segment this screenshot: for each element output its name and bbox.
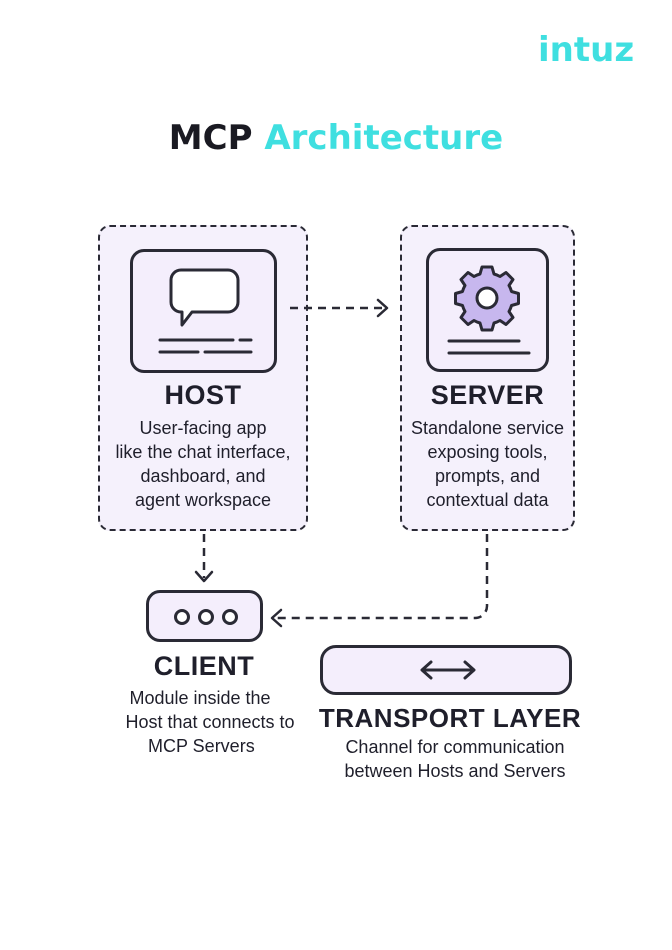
three-dots-icon	[174, 609, 238, 625]
client-heading: CLIENT	[153, 651, 255, 681]
host-to-server-arrowhead	[376, 298, 389, 318]
client-line: Module inside the	[129, 688, 271, 708]
page-title: MCP Architecture	[0, 118, 672, 158]
server-description: Standalone service exposing tools, promp…	[400, 416, 575, 512]
server-card	[426, 248, 549, 372]
gear-icon	[447, 265, 531, 355]
host-line: like the chat interface,	[115, 442, 291, 462]
client-card	[146, 590, 263, 642]
logo-text: intuz	[538, 30, 635, 70]
chat-bubble-icon	[158, 268, 253, 354]
host-line: dashboard, and	[140, 466, 266, 486]
server-heading: SERVER	[430, 380, 545, 410]
client-line: MCP Servers	[148, 736, 255, 756]
intuz-logo: intuz	[538, 30, 634, 70]
host-card	[130, 249, 277, 373]
double-arrow-icon	[420, 660, 476, 680]
host-line: User-facing app	[139, 418, 267, 438]
server-line: prompts, and	[434, 466, 541, 486]
title-part-1: MCP	[168, 118, 253, 158]
host-heading: HOST	[164, 380, 242, 410]
server-line: Standalone service	[410, 418, 565, 438]
transport-description: Channel for communication between Hosts …	[330, 735, 580, 783]
client-description: Module inside the Host that connects to …	[110, 686, 310, 758]
transport-bar	[320, 645, 572, 695]
host-line: agent workspace	[134, 490, 272, 510]
transport-line: Channel for communication	[345, 737, 565, 757]
host-to-client-arrowhead	[194, 570, 214, 583]
title-part-2: Architecture	[264, 118, 504, 158]
server-to-client-arrowhead	[270, 608, 283, 628]
transport-line: between Hosts and Servers	[344, 761, 566, 781]
host-description: User-facing app like the chat interface,…	[100, 416, 306, 512]
server-to-client-arrow	[275, 534, 489, 620]
client-line: Host that connects to	[125, 712, 295, 732]
server-line: exposing tools,	[427, 442, 548, 462]
transport-heading: TRANSPORT LAYER	[318, 703, 582, 733]
server-line: contextual data	[426, 490, 549, 510]
